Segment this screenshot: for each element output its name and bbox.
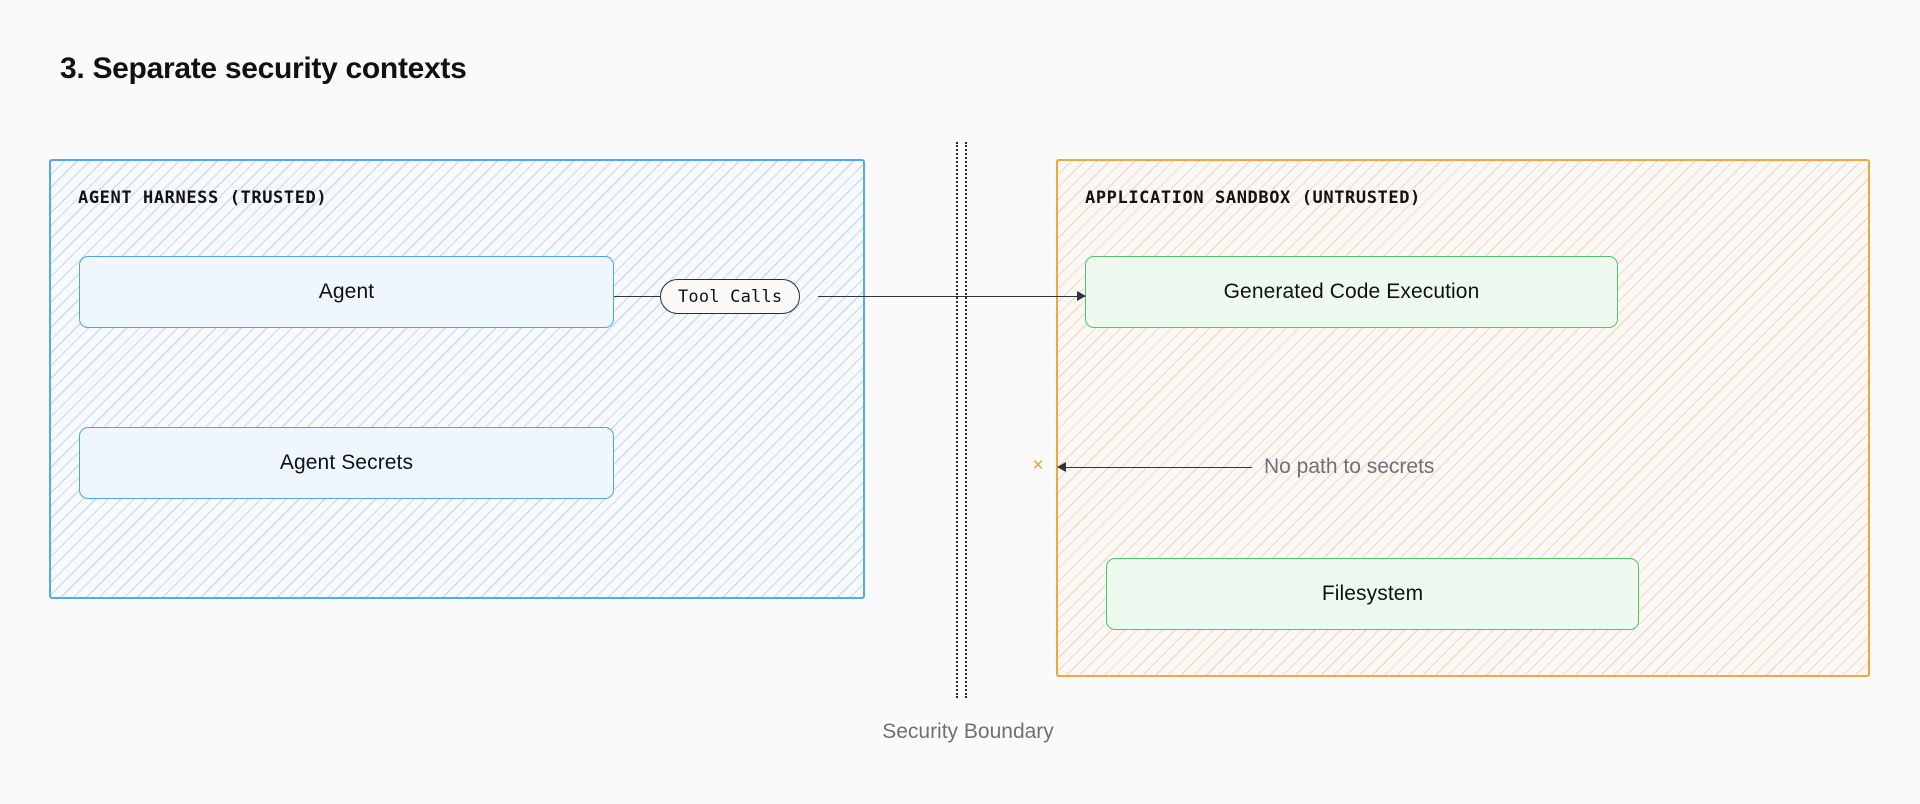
edge-label-no-path-to-secrets: No path to secrets — [1264, 455, 1435, 478]
zone-label-application-sandbox: APPLICATION SANDBOX (UNTRUSTED) — [1085, 188, 1421, 208]
zone-agent-harness-trusted: AGENT HARNESS (TRUSTED) — [49, 159, 865, 599]
node-agent[interactable]: Agent — [79, 256, 614, 328]
node-generated-code-execution[interactable]: Generated Code Execution — [1085, 256, 1618, 328]
node-filesystem[interactable]: Filesystem — [1106, 558, 1639, 630]
node-generated-code-execution-label: Generated Code Execution — [1223, 280, 1480, 303]
security-boundary-line-right — [965, 142, 967, 698]
page-title: 3. Separate security contexts — [60, 52, 467, 85]
node-agent-label: Agent — [318, 280, 375, 303]
arrow-left-icon — [1057, 462, 1066, 472]
security-boundary-line-left — [956, 142, 958, 698]
node-agent-secrets[interactable]: Agent Secrets — [79, 427, 614, 499]
node-filesystem-label: Filesystem — [1321, 582, 1424, 605]
blocked-x-icon: × — [1032, 455, 1044, 476]
edge-tool-calls-segment-left — [614, 296, 661, 297]
edge-no-path-to-secrets-line — [1066, 467, 1252, 468]
edge-tool-calls-segment-right — [818, 296, 1085, 297]
zone-label-agent-harness: AGENT HARNESS (TRUSTED) — [78, 188, 328, 208]
arrow-right-icon — [1077, 291, 1086, 301]
node-agent-secrets-label: Agent Secrets — [279, 451, 414, 474]
edge-label-tool-calls[interactable]: Tool Calls — [660, 279, 801, 314]
security-boundary-label: Security Boundary — [882, 720, 1054, 743]
